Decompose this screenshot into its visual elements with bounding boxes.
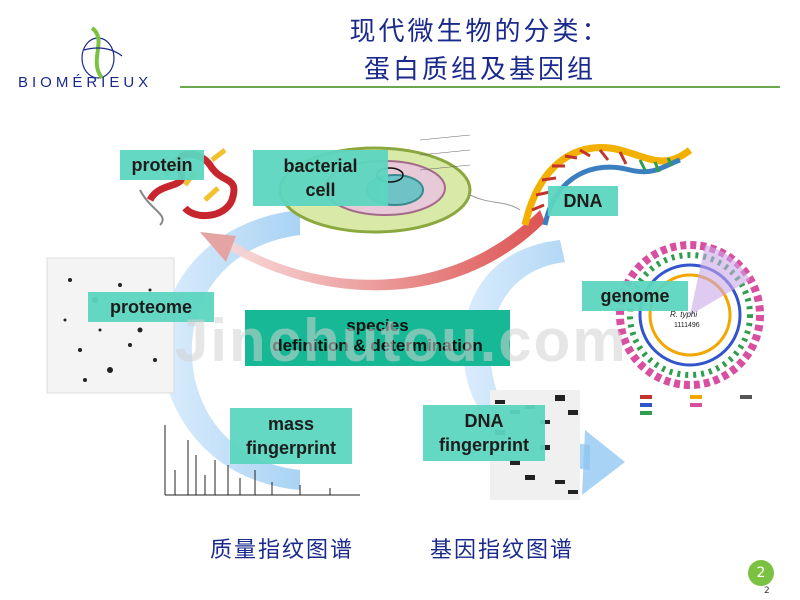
dna-to-protein-arrowhead — [200, 232, 236, 262]
dna-to-protein-arrow — [226, 210, 545, 291]
dna-fingerprint-label-line1: DNA — [464, 411, 504, 431]
dna-fingerprint-label-line2: fingerprint — [439, 435, 529, 455]
logo — [18, 20, 178, 100]
genome-map-image — [616, 241, 764, 415]
genome-size-label: 1111496 — [674, 322, 700, 329]
species-box-line1: species — [346, 316, 409, 335]
proteome-label: proteome — [88, 292, 214, 322]
mass-fingerprint-caption: 质量指纹图谱 — [210, 538, 355, 563]
watermark: Jinchutou.com — [175, 307, 628, 374]
bacterial-cell-label: bacterial cell — [253, 150, 388, 206]
mass-fingerprint-label-line2: fingerprint — [246, 438, 336, 458]
dna-fingerprint-label: DNA fingerprint — [423, 405, 545, 461]
mass-fingerprint-label: mass fingerprint — [230, 408, 352, 464]
mass-fingerprint-label-line1: mass — [267, 414, 315, 434]
bacterial-cell-label-line2: cell — [305, 180, 336, 200]
left-cycle-arrow — [160, 210, 300, 490]
gene-fingerprint-caption: 基因指纹图谱 — [430, 538, 575, 563]
genome-organism-label: R. typhi — [670, 310, 698, 319]
genome-label: genome — [582, 281, 688, 311]
header-rule — [180, 86, 780, 88]
page-number: 2 — [764, 586, 770, 596]
page-badge: 2 — [748, 560, 774, 586]
logo-mark-icon — [81, 26, 123, 80]
proteome-gel-image — [46, 257, 175, 394]
mass-spectrum-image — [164, 425, 360, 496]
protein-label: protein — [120, 150, 204, 180]
logo-text: BIOMÉRIEUX — [18, 74, 153, 91]
dna-helix-icon — [521, 144, 693, 226]
right-cycle-arrowhead — [582, 430, 625, 495]
species-box: species definition & determination — [245, 310, 510, 366]
bacterial-cell-label-line1: bacterial — [283, 156, 358, 176]
dna-label: DNA — [548, 186, 618, 216]
page-title-line1: 现代微生物的分类： — [349, 17, 611, 47]
page-title-line2: 蛋白质组及基因组 — [363, 55, 596, 85]
species-box-line2: definition & determination — [272, 336, 483, 355]
